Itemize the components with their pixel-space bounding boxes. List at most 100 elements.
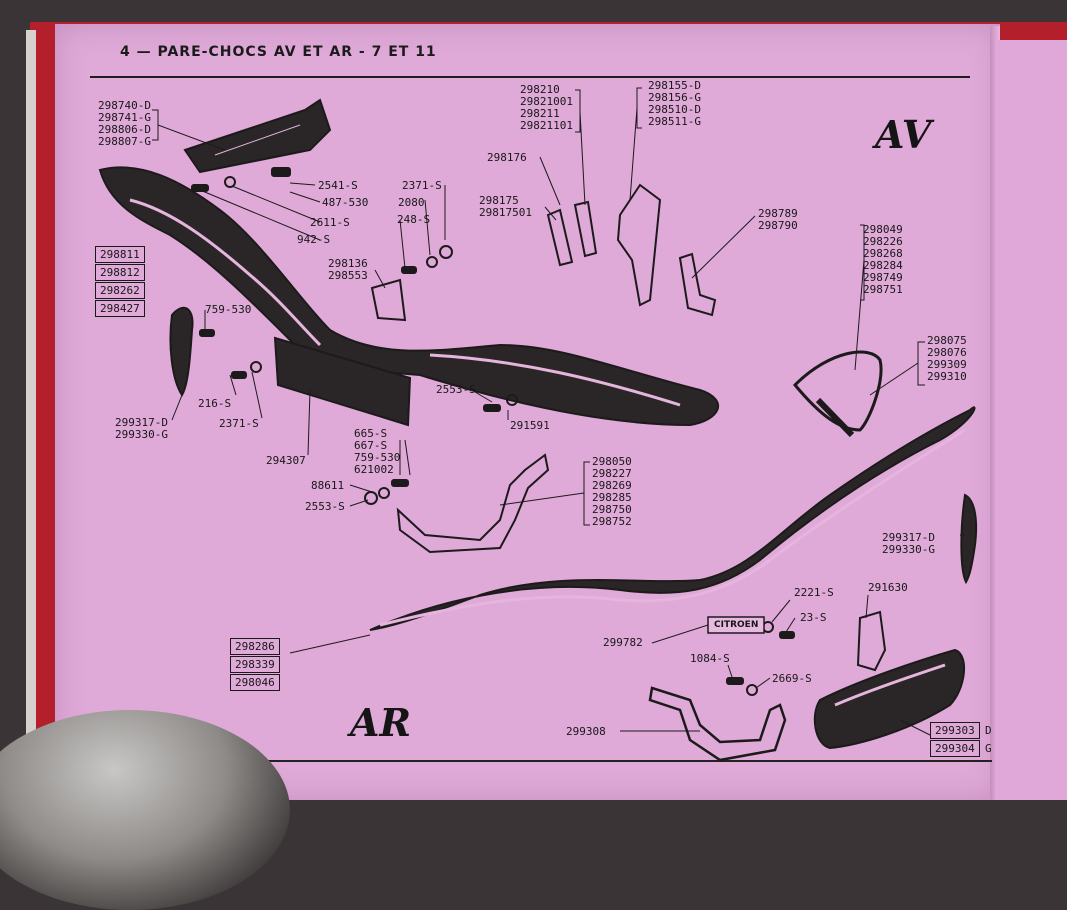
label-298511: 298511-G (648, 115, 701, 128)
box-298286: 298286 (230, 638, 280, 655)
overrider-298049 (792, 350, 883, 432)
label-759-mid: 759-530 (354, 451, 401, 464)
label-2371-left: 2371-S (219, 417, 259, 430)
label-298155: 298155-D (648, 79, 701, 92)
label-29821101: 29821101 (520, 119, 573, 132)
label-621002: 621002 (354, 463, 394, 476)
label-1084: 1084-S (690, 652, 730, 665)
label-665: 665-S (354, 427, 388, 440)
label-23: 23-S (800, 611, 827, 624)
label-216: 216-S (198, 397, 232, 410)
label-298553: 298553 (328, 269, 368, 282)
label-298211: 298211 (520, 107, 560, 120)
label-291591: 291591 (510, 419, 550, 432)
label-759-top: 759-530 (205, 303, 252, 316)
box-298262: 298262 (95, 282, 145, 299)
label-2553-bottom: 2553-S (305, 500, 345, 513)
label-291630: 291630 (868, 581, 908, 594)
bolts-front (191, 167, 795, 696)
label-298749: 298749 (863, 271, 903, 284)
parts-diagram (98, 87, 978, 762)
label-298741: 298741-G (98, 111, 151, 124)
label-298075: 298075 (927, 334, 967, 347)
overrider-299303 (813, 648, 966, 750)
label-298269: 298269 (592, 479, 632, 492)
overrider-299317-right (960, 493, 978, 585)
label-298268: 298268 (863, 247, 903, 260)
label-248: 248-S (397, 213, 431, 226)
section-rear-label: AR (350, 700, 412, 745)
label-298226: 298226 (863, 235, 903, 248)
bumper-blade-294307 (273, 336, 412, 427)
rear-bumper-bar (369, 406, 976, 631)
label-298751: 298751 (863, 283, 903, 296)
label-298806: 298806-D (98, 123, 151, 136)
label-298176: 298176 (487, 151, 527, 164)
bracket-298789 (678, 252, 717, 317)
box-299304-side: G (985, 742, 992, 755)
label-2611: 2611-S (310, 216, 350, 229)
label-294307: 294307 (266, 454, 306, 467)
label-298510: 298510-D (648, 103, 701, 116)
page-title: 4 — PARE-CHOCS AV ET AR - 7 ET 11 (120, 44, 437, 60)
label-487: 487-530 (322, 196, 369, 209)
box-299303-number: 299303 (935, 724, 975, 737)
box-298046: 298046 (230, 674, 280, 691)
label-299317-right: 299317-D (882, 531, 935, 544)
box-298339: 298339 (230, 656, 280, 673)
footer-rule (62, 760, 992, 762)
box-299303-side: D (985, 724, 992, 737)
box-298811: 298811 (95, 246, 145, 263)
label-298210: 298210 (520, 83, 560, 96)
bracket-298050 (396, 453, 550, 554)
facing-page (995, 40, 1067, 800)
label-299330-right: 299330-G (882, 543, 935, 556)
overrider-299317 (169, 306, 194, 397)
label-298049: 298049 (863, 223, 903, 236)
label-298807: 298807-G (98, 135, 151, 148)
label-298789: 298789 (758, 207, 798, 220)
label-298050: 298050 (592, 455, 632, 468)
bracket-298210 (573, 200, 598, 258)
box-298812: 298812 (95, 264, 145, 281)
label-298136: 298136 (328, 257, 368, 270)
bracket-298136 (370, 278, 407, 322)
label-299310: 299310 (927, 370, 967, 383)
label-2080: 2080 (398, 196, 425, 209)
bracket-299308 (648, 686, 787, 762)
label-2541: 2541-S (318, 179, 358, 192)
label-298175: 298175 (479, 194, 519, 207)
box-299304: 299304 (930, 740, 980, 757)
bracket-298740 (183, 98, 332, 174)
label-citroen: CITROEN (714, 620, 759, 630)
bracket-291630 (856, 610, 887, 672)
label-88611: 88611 (311, 479, 345, 492)
book-page-edge (26, 30, 36, 770)
label-298790: 298790 (758, 219, 798, 232)
bracket-298175 (546, 208, 574, 267)
label-29817501: 29817501 (479, 206, 532, 219)
box-299303: 299303 (930, 722, 980, 739)
label-298752: 298752 (592, 515, 632, 528)
label-298156: 298156-G (648, 91, 701, 104)
label-2221: 2221-S (794, 586, 834, 599)
label-298284: 298284 (863, 259, 903, 272)
front-bumper-bar (98, 166, 720, 427)
label-299330-left: 299330-G (115, 428, 168, 441)
bracket-298155 (616, 183, 662, 307)
label-298750: 298750 (592, 503, 632, 516)
label-2553-top: 2553-S (436, 383, 476, 396)
label-298076: 298076 (927, 346, 967, 359)
label-298285: 298285 (592, 491, 632, 504)
label-667: 667-S (354, 439, 388, 452)
label-299317-left: 299317-D (115, 416, 168, 429)
label-2669: 2669-S (772, 672, 812, 685)
photo-stage: 4 — PARE-CHOCS AV ET AR - 7 ET 11 (0, 22, 1067, 910)
label-299782: 299782 (603, 636, 643, 649)
label-299308: 299308 (566, 725, 606, 738)
label-29821001: 29821001 (520, 95, 573, 108)
box-299304-number: 299304 (935, 742, 975, 755)
box-298427: 298427 (95, 300, 145, 317)
section-front-label: AV (875, 112, 932, 157)
label-299309: 299309 (927, 358, 967, 371)
